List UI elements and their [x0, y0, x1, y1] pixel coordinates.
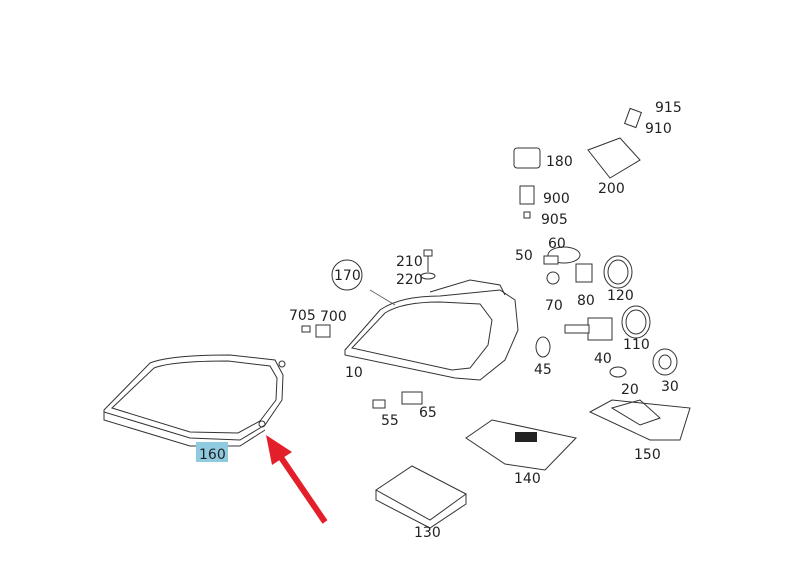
label-150: 150: [634, 447, 661, 463]
label-45: 45: [534, 362, 552, 378]
part-110-cap[interactable]: [621, 305, 651, 339]
label-700: 700: [320, 309, 347, 325]
label-60: 60: [548, 236, 566, 252]
part-45-ring[interactable]: [535, 336, 551, 358]
label-20: 20: [621, 382, 639, 398]
label-110: 110: [623, 337, 650, 353]
label-10: 10: [345, 365, 363, 381]
label-220: 220: [396, 272, 423, 288]
label-160: 160: [199, 447, 226, 463]
part-210-screw[interactable]: [420, 249, 436, 280]
label-905: 905: [541, 212, 568, 228]
part-200-ignitor[interactable]: [587, 107, 643, 179]
highlight-160: [196, 442, 228, 462]
label-140: 140: [514, 471, 541, 487]
label-915: 915: [655, 100, 682, 116]
label-70: 70: [545, 298, 563, 314]
label-50: 50: [515, 248, 533, 264]
part-120-seal[interactable]: [603, 255, 633, 289]
label-30: 30: [661, 379, 679, 395]
label-200: 200: [598, 181, 625, 197]
label-210: 210: [396, 254, 423, 270]
part-700-connector[interactable]: [301, 324, 331, 338]
label-180: 180: [546, 154, 573, 170]
part-55-bulb[interactable]: [372, 391, 423, 409]
label-120: 120: [607, 288, 634, 304]
part-180-module[interactable]: [513, 147, 541, 219]
label-80: 80: [577, 293, 595, 309]
part-40-xenon-bulb[interactable]: [564, 317, 613, 341]
part-140-control-unit[interactable]: [465, 419, 577, 471]
label-40: 40: [594, 351, 612, 367]
label-130: 130: [414, 525, 441, 541]
part-10-housing[interactable]: [344, 279, 519, 381]
label-705: 705: [289, 308, 316, 324]
label-170: 170: [334, 268, 361, 284]
part-130-ballast[interactable]: [375, 465, 467, 529]
part-150-ballast-cover[interactable]: [588, 399, 691, 441]
part-160-lens[interactable]: [103, 354, 286, 447]
part-30-socket[interactable]: [652, 348, 678, 376]
callout-170: [331, 259, 363, 291]
label-55: 55: [381, 413, 399, 429]
part-60-bulb-holder[interactable]: [543, 246, 593, 285]
label-910: 910: [645, 121, 672, 137]
label-900: 900: [543, 191, 570, 207]
red-arrow-icon: [266, 435, 328, 524]
part-20-bulb[interactable]: [609, 366, 627, 378]
label-65: 65: [419, 405, 437, 421]
